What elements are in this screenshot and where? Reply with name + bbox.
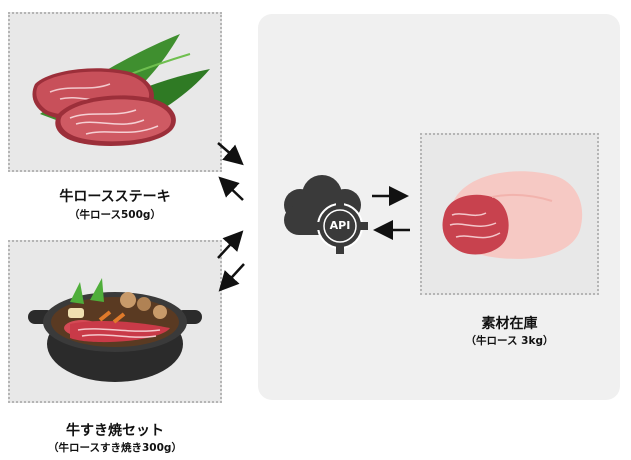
- beef-block-image: [442, 171, 583, 259]
- api-label: API: [329, 219, 351, 232]
- steak-image: [32, 34, 210, 146]
- product-title-steak: 牛ロースステーキ: [59, 189, 171, 205]
- inventory-subtitle: （牛ロース 3kg）: [465, 335, 554, 347]
- product-subtitle-sukiyaki: （牛ロースすき焼き300g）: [48, 442, 182, 454]
- sukiyaki-image-box: [8, 240, 222, 403]
- product-subtitle-steak: （牛ロース500g）: [69, 209, 161, 221]
- steak-image-box: [8, 12, 222, 172]
- product-title-sukiyaki: 牛すき焼セット: [66, 423, 164, 439]
- sukiyaki-pot-image: [28, 278, 202, 382]
- inventory-image-box: [420, 133, 599, 295]
- inventory-title: 素材在庫: [481, 316, 538, 332]
